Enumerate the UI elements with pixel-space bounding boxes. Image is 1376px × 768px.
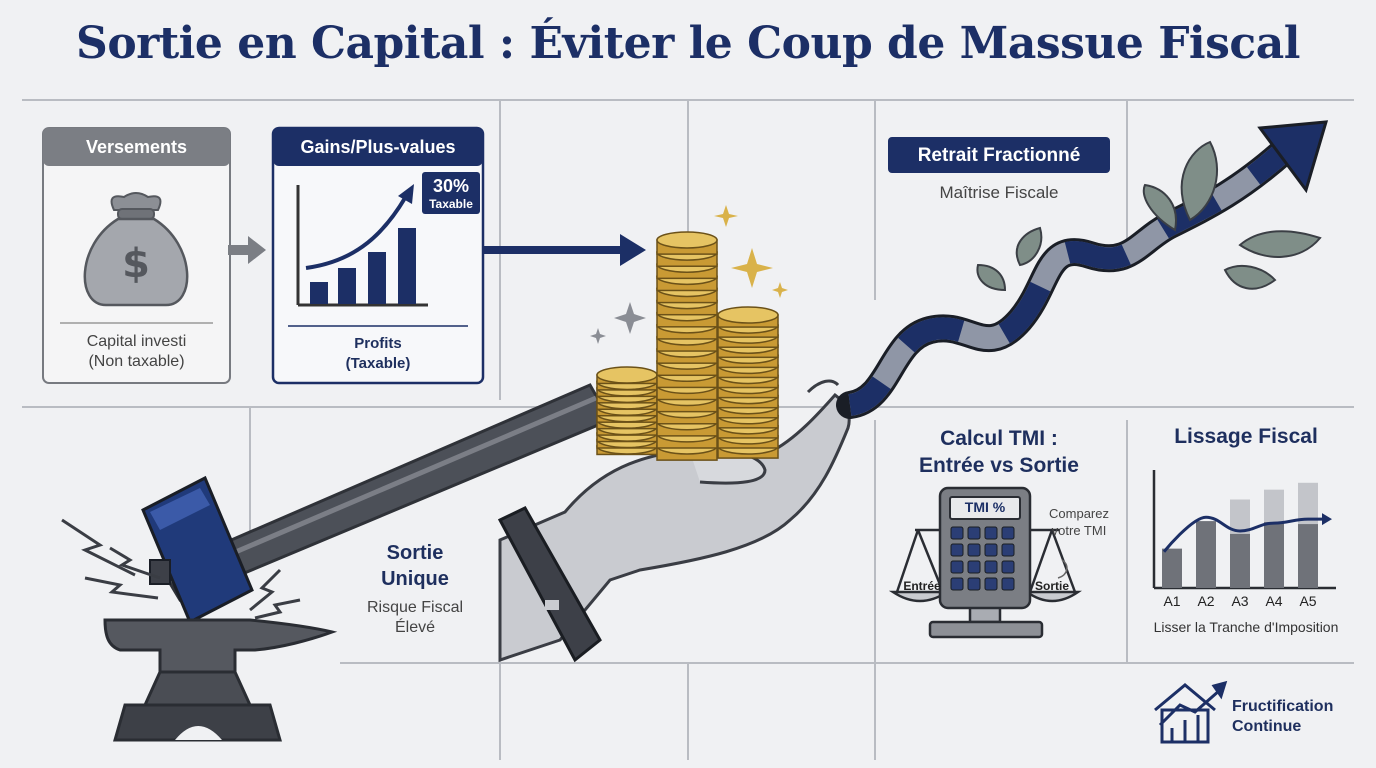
rising-arrow-icon bbox=[836, 120, 1329, 419]
bar-front bbox=[1230, 533, 1250, 588]
tmi-note: Comparez votre TMI bbox=[1049, 506, 1109, 538]
trend-line bbox=[1162, 515, 1322, 553]
gains-badge-pct: 30% bbox=[432, 176, 470, 196]
tick-label: A5 bbox=[1299, 593, 1317, 609]
tmi-screen: TMI % bbox=[964, 499, 1006, 515]
retrait-caption: Maîtrise Fiscale bbox=[939, 183, 1059, 202]
sortie-title: Sortie Unique bbox=[381, 542, 449, 590]
svg-text:$: $ bbox=[122, 241, 150, 287]
growth-chart-icon bbox=[296, 184, 428, 307]
gains-badge-label: Taxable bbox=[429, 197, 473, 211]
bar-front bbox=[1196, 521, 1216, 588]
versements-caption: Capital investi (Non taxable) bbox=[86, 333, 187, 370]
arrow-versements-to-gains bbox=[228, 236, 266, 264]
note-arrow bbox=[1057, 559, 1068, 579]
sortie-caption: Risque Fiscal Élevé bbox=[366, 599, 464, 636]
arrow-gains-to-coins bbox=[483, 234, 646, 266]
page-title: Sortie en Capital : Éviter le Coup de Ma… bbox=[76, 18, 1300, 69]
tick-label: A3 bbox=[1231, 593, 1249, 609]
retrait-header: Retrait Fractionné bbox=[917, 145, 1081, 166]
tmi-left-pan: Entrée bbox=[903, 579, 941, 593]
tmi-right-pan: Sortie bbox=[1034, 579, 1069, 593]
sparkle-icon bbox=[590, 205, 788, 344]
lissage-chart bbox=[1152, 470, 1336, 590]
gains-header: Gains/Plus-values bbox=[300, 137, 456, 157]
bar-front bbox=[1298, 524, 1318, 588]
impact-lines bbox=[61, 518, 301, 620]
calculator-icon bbox=[938, 486, 1032, 610]
lissage-caption: Lisser la Tranche d'Imposition bbox=[1153, 619, 1339, 635]
house-growth-icon bbox=[1154, 680, 1228, 744]
money-bag-icon: $ bbox=[83, 192, 189, 307]
versements-header: Versements bbox=[85, 137, 188, 157]
taxable-badge bbox=[422, 172, 480, 214]
gains-caption: Profits (Taxable) bbox=[345, 335, 411, 372]
hammer-icon bbox=[141, 383, 613, 625]
bar-front bbox=[1162, 548, 1182, 588]
tick-label: A2 bbox=[1197, 593, 1215, 609]
lissage-title: Lissage Fiscal bbox=[1174, 425, 1318, 448]
tick-label: A1 bbox=[1163, 593, 1181, 609]
bar-front bbox=[1264, 522, 1284, 588]
trend-arrowhead bbox=[1322, 513, 1332, 526]
tmi-title: Calcul TMI : Entrée vs Sortie bbox=[919, 427, 1079, 477]
tick-label: A4 bbox=[1265, 593, 1283, 609]
coin-stack-icon bbox=[596, 231, 779, 461]
anvil-icon bbox=[103, 618, 338, 742]
brand-name: Fructification Continue bbox=[1232, 698, 1334, 735]
retrait-badge bbox=[888, 137, 1110, 173]
